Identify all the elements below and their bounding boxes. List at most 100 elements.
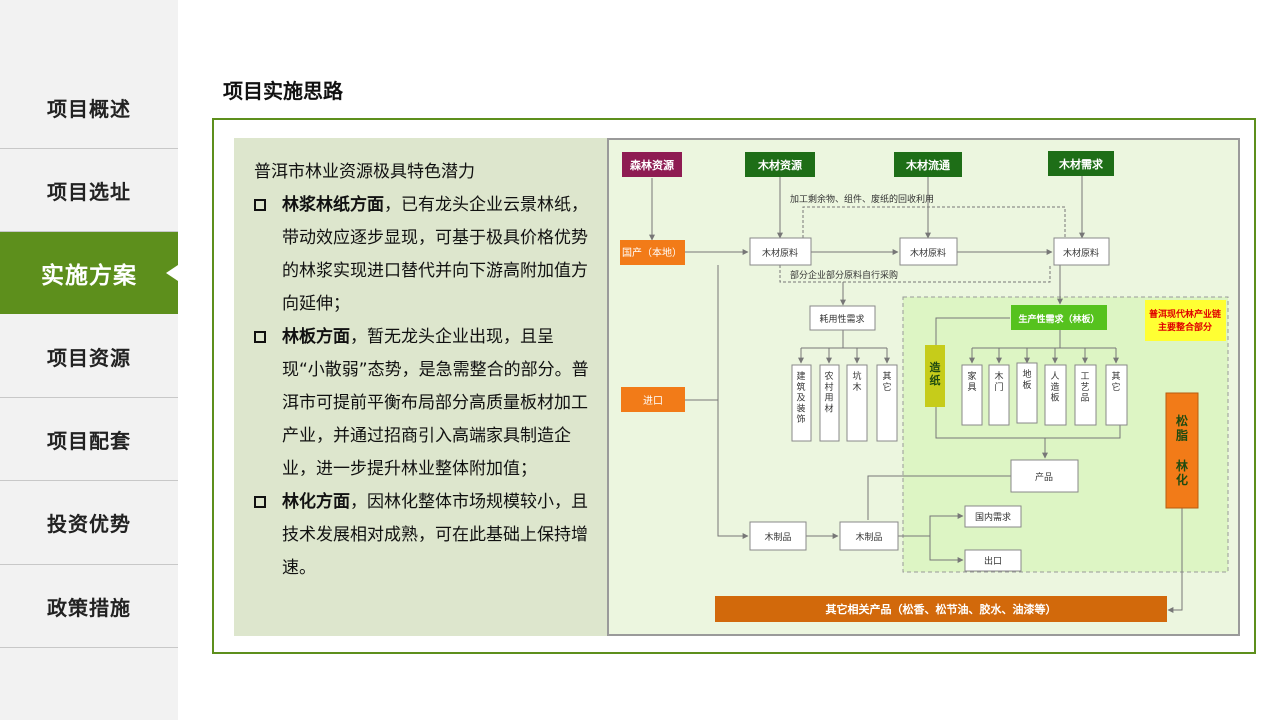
recycle-note: 加工剩余物、组件、废纸的回收利用 — [790, 193, 934, 205]
product-box — [1010, 459, 1079, 493]
source-wood-resource-label: 木材资源 — [757, 158, 802, 172]
production-demand-box — [1011, 305, 1107, 330]
square-bullet-icon — [254, 199, 266, 211]
sidebar-item-site[interactable]: 项目选址 — [0, 149, 178, 231]
sidebar-item-label: 项目配套 — [47, 428, 131, 453]
sidebar-divider — [0, 231, 178, 232]
source-wood-resource-box — [745, 152, 815, 177]
wood-product-label: 木制品 — [764, 531, 791, 543]
bullet-text: ，因林化整体市场规模较小，且技术发展相对成熟，可在此基础上保持增速。 — [282, 492, 588, 578]
domestic-box — [620, 240, 685, 265]
production-item-label: 工艺品 — [1080, 372, 1089, 404]
sidebar-divider — [0, 397, 178, 398]
sidebar-item-resources[interactable]: 项目资源 — [0, 315, 178, 397]
bullet-title: 林板方面 — [282, 327, 350, 347]
sidebar-item-supporting[interactable]: 项目配套 — [0, 398, 178, 480]
rosin-chemistry-box — [1165, 392, 1199, 509]
sidebar-divider — [0, 480, 178, 481]
source-forest-label: 森林资源 — [630, 158, 674, 172]
text-panel-heading: 普洱市林业资源极具特色潜力 — [254, 162, 475, 182]
consumption-demand-label: 耗用性需求 — [819, 313, 864, 325]
production-item-box — [1016, 362, 1038, 424]
import-box — [621, 387, 685, 412]
page-title: 项目实施思路 — [223, 79, 343, 103]
sidebar-divider — [0, 647, 178, 648]
consumption-item-box — [791, 364, 812, 442]
domestic-demand-box — [964, 505, 1022, 528]
sidebar-item-advantages[interactable]: 投资优势 — [0, 481, 178, 563]
source-wood-demand-box — [1048, 151, 1114, 176]
production-item-box — [961, 364, 983, 426]
production-item-box — [988, 364, 1010, 426]
bullet-text: ，暂无龙头企业出现，且呈现“小散弱”态势，是急需整合的部分。普洱市可提前平衡布局… — [282, 327, 589, 479]
sidebar-item-label: 实施方案 — [41, 263, 137, 289]
content-frame — [212, 118, 1256, 654]
sidebar-item-label: 项目选址 — [47, 179, 131, 204]
bullet-title: 林化方面 — [282, 492, 350, 512]
consumption-demand-box — [809, 305, 876, 331]
raw-material-label: 木材原料 — [1063, 247, 1099, 259]
bullet-text: ，已有龙头企业云景林纸，带动效应逐步显现，可基于极具价格优势的林浆实现进口替代并… — [282, 195, 588, 314]
production-item-box — [1105, 364, 1128, 426]
product-label: 产品 — [1035, 471, 1053, 483]
bullet-title: 林浆林纸方面 — [282, 195, 384, 215]
sidebar: 项目概述 项目选址 实施方案 项目资源 项目配套 投资优势 政策措施 — [0, 0, 178, 720]
consumption-item-label: 其它 — [882, 371, 891, 393]
paper-box — [925, 345, 945, 407]
raw-material-label: 木材原料 — [910, 247, 946, 259]
square-bullet-icon — [254, 331, 266, 343]
production-item-label: 地板 — [1022, 368, 1031, 391]
sidebar-item-label: 项目概述 — [47, 96, 131, 121]
production-item-label: 其它 — [1111, 371, 1120, 393]
chain-highlight-label: 普洱现代林产业链 — [1149, 308, 1222, 320]
domestic-label: 国产（本地） — [622, 246, 682, 259]
wood-product-box — [749, 521, 807, 551]
sidebar-item-policy[interactable]: 政策措施 — [0, 565, 178, 647]
text-panel: 普洱市林业资源极具特色潜力 林浆林纸方面，已有龙头企业云景林纸，带动效应逐步显现… — [234, 138, 607, 636]
production-demand-label: 生产性需求（林板） — [1018, 313, 1099, 325]
other-products-label: 其它相关产品（松香、松节油、胶水、油漆等） — [826, 602, 1057, 616]
domestic-demand-label: 国内需求 — [975, 511, 1011, 523]
production-item-box — [1044, 364, 1067, 426]
purchase-note: 部分企业部分原料自行采购 — [790, 269, 898, 281]
source-wood-demand-label: 木材需求 — [1058, 157, 1104, 171]
export-box — [964, 549, 1022, 572]
sidebar-item-label: 政策措施 — [47, 595, 131, 620]
production-item-label: 人造板 — [1050, 371, 1059, 404]
source-forest-box — [622, 152, 682, 177]
sidebar-divider — [0, 148, 178, 149]
consumption-item-label: 坑木 — [852, 370, 861, 393]
bullet-item: 林化方面，因林化整体市场规模较小，且技术发展相对成熟，可在此基础上保持增速。 — [254, 486, 607, 585]
bullet-item: 林板方面，暂无龙头企业出现，且呈现“小散弱”态势，是急需整合的部分。普洱市可提前… — [254, 321, 607, 486]
consumption-item-label: 建筑及装饰 — [796, 370, 805, 425]
consumption-item-label: 农村用材 — [824, 370, 833, 414]
sidebar-item-label: 项目资源 — [47, 345, 131, 370]
consumption-item-box — [819, 364, 840, 442]
chain-highlight-box — [1145, 300, 1226, 341]
consumption-item-box — [876, 364, 898, 442]
other-products-box — [715, 596, 1167, 622]
export-label: 出口 — [984, 555, 1002, 567]
source-wood-flow-label: 木材流通 — [905, 158, 950, 172]
sidebar-item-label: 投资优势 — [47, 511, 131, 536]
raw-material-box — [899, 237, 958, 266]
sidebar-divider — [0, 564, 178, 565]
production-item-label: 家具 — [967, 370, 976, 393]
sidebar-item-plan[interactable]: 实施方案 — [0, 232, 178, 314]
industry-chain-diagram: 森林资源 木材资源 木材流通 木材需求 加工剩余物、组件、废纸的回收利用 国产（… — [607, 138, 1240, 636]
paper-label: 造纸 — [930, 360, 942, 387]
consumption-item-box — [846, 364, 868, 442]
raw-material-label: 木材原料 — [762, 247, 798, 259]
production-item-box — [1074, 364, 1097, 426]
square-bullet-icon — [254, 496, 266, 508]
raw-material-box — [749, 237, 812, 266]
import-label: 进口 — [643, 395, 663, 407]
raw-material-box — [1053, 237, 1110, 266]
sidebar-item-overview[interactable]: 项目概述 — [0, 66, 178, 148]
rosin-chemistry-label: 松脂林化 — [1175, 413, 1188, 487]
bullet-item: 林浆林纸方面，已有龙头企业云景林纸，带动效应逐步显现，可基于极具价格优势的林浆实… — [254, 189, 607, 321]
wood-product-box — [839, 521, 899, 551]
wood-product-label: 木制品 — [855, 531, 882, 543]
source-wood-flow-box — [894, 152, 962, 177]
production-item-label: 木门 — [994, 370, 1003, 393]
